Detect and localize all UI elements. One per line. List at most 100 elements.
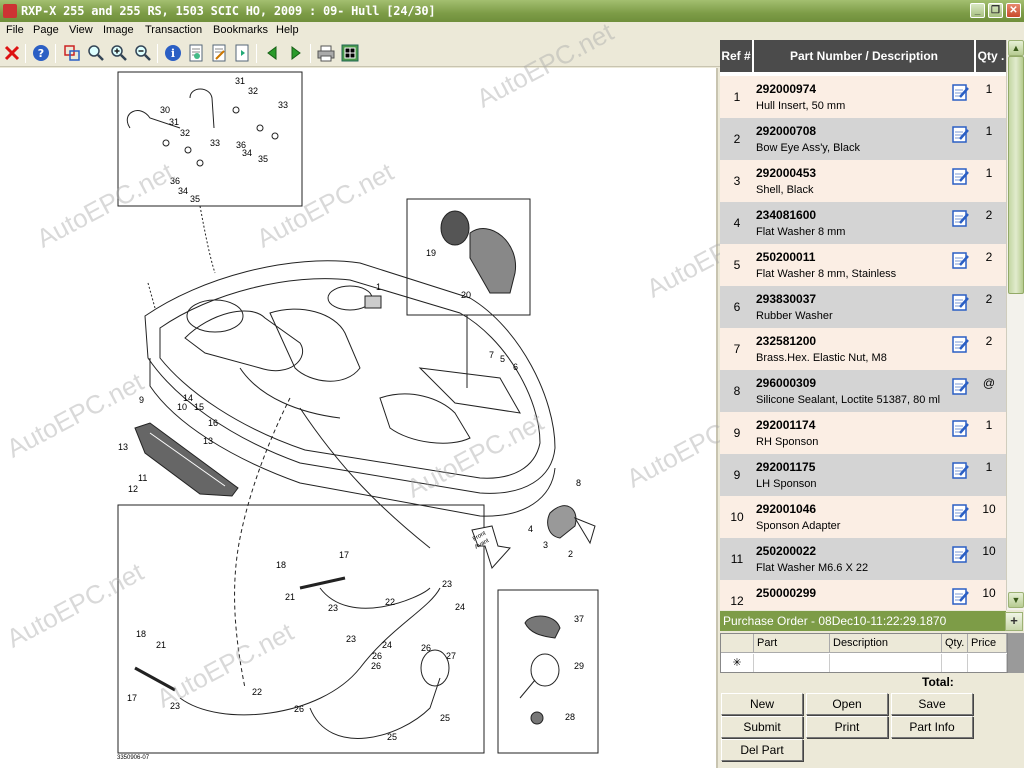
po-cell-qty[interactable] bbox=[942, 654, 968, 672]
add-to-order-icon[interactable] bbox=[952, 167, 970, 185]
inset-box-clips bbox=[497, 589, 599, 754]
po-cell-description[interactable] bbox=[830, 654, 942, 672]
print-icon[interactable] bbox=[317, 44, 335, 62]
close-x-icon[interactable] bbox=[3, 44, 21, 62]
row-description: Sponson Adapter bbox=[756, 520, 841, 532]
edit-page-icon[interactable] bbox=[210, 44, 228, 62]
menu-image[interactable]: Image bbox=[103, 24, 134, 36]
page-icon[interactable] bbox=[187, 44, 205, 62]
open-button[interactable]: Open bbox=[806, 693, 888, 715]
po-scrollbar[interactable] bbox=[1008, 633, 1024, 673]
row-part-number[interactable]: 292000453 bbox=[756, 166, 817, 180]
zoom-out-icon[interactable] bbox=[134, 44, 152, 62]
add-to-order-icon[interactable] bbox=[952, 461, 970, 479]
part-info-button[interactable]: Part Info bbox=[891, 716, 973, 738]
po-cell-price[interactable] bbox=[968, 654, 1007, 672]
row-part-number[interactable]: 232581200 bbox=[756, 334, 817, 348]
row-qty: 2 bbox=[985, 292, 993, 306]
column-header-qty[interactable]: Qty . bbox=[977, 49, 1005, 63]
row-part-number[interactable]: 292000708 bbox=[756, 124, 817, 138]
row-part-number[interactable]: 293830037 bbox=[756, 292, 817, 306]
svg-text:27: 27 bbox=[446, 651, 456, 661]
po-cell-part[interactable] bbox=[754, 654, 830, 672]
add-to-order-icon[interactable] bbox=[952, 83, 970, 101]
add-to-order-icon[interactable] bbox=[952, 251, 970, 269]
info-icon[interactable]: i bbox=[164, 44, 182, 62]
help-icon[interactable]: ? bbox=[32, 44, 50, 62]
po-column-description[interactable]: Description bbox=[830, 634, 942, 653]
column-header-ref[interactable]: Ref # bbox=[720, 40, 754, 72]
scroll-up-button[interactable]: ▲ bbox=[1008, 40, 1024, 56]
column-header-part[interactable]: Part Number / Description bbox=[754, 40, 976, 72]
po-column-qty[interactable]: Qty. bbox=[942, 634, 968, 653]
bookmark-icon[interactable] bbox=[233, 44, 251, 62]
next-arrow-icon[interactable] bbox=[287, 44, 305, 62]
add-to-order-icon[interactable] bbox=[952, 545, 970, 563]
row-part-number[interactable]: 296000309 bbox=[756, 376, 817, 390]
add-order-button[interactable]: + bbox=[1005, 612, 1023, 631]
row-part-number[interactable]: 292001174 bbox=[756, 418, 816, 432]
po-column-part[interactable]: Part bbox=[754, 634, 830, 653]
zoom-region-icon[interactable] bbox=[87, 44, 105, 62]
previous-arrow-icon[interactable] bbox=[263, 44, 281, 62]
del-part-button[interactable]: Del Part bbox=[721, 739, 803, 761]
zoom-in-icon[interactable] bbox=[110, 44, 128, 62]
parts-table-scrollbar[interactable]: ▲ ▼ bbox=[1006, 40, 1024, 610]
add-to-order-icon[interactable] bbox=[952, 587, 970, 605]
select-region-icon[interactable] bbox=[63, 44, 81, 62]
maximize-button[interactable]: ❐ bbox=[988, 3, 1003, 18]
submit-button[interactable]: Submit bbox=[721, 716, 803, 738]
menu-file[interactable]: File bbox=[6, 24, 24, 36]
menu-view[interactable]: View bbox=[69, 24, 93, 36]
scroll-thumb[interactable] bbox=[1008, 56, 1024, 294]
row-part-number[interactable]: 292001175 bbox=[756, 460, 816, 474]
row-part-number[interactable]: 250200011 bbox=[756, 250, 816, 264]
svg-text:4: 4 bbox=[528, 524, 533, 534]
minimize-button[interactable]: _ bbox=[970, 3, 985, 18]
print-button[interactable]: Print bbox=[806, 716, 888, 738]
row-part-number[interactable]: 250000299 bbox=[756, 586, 817, 600]
add-to-order-icon[interactable] bbox=[952, 209, 970, 227]
menu-page[interactable]: Page bbox=[33, 24, 59, 36]
add-to-order-icon[interactable] bbox=[952, 335, 970, 353]
close-window-button[interactable]: ✕ bbox=[1006, 3, 1021, 18]
add-to-order-icon[interactable] bbox=[952, 419, 970, 437]
row-part-number[interactable]: 292001046 bbox=[756, 502, 817, 516]
add-to-order-icon[interactable] bbox=[952, 377, 970, 395]
row-part-number[interactable]: 234081600 bbox=[756, 208, 817, 222]
menu-help[interactable]: Help bbox=[276, 24, 299, 36]
row-part-number[interactable]: 292000974 bbox=[756, 82, 817, 96]
row-ref: 9 bbox=[733, 426, 741, 440]
svg-text:3: 3 bbox=[543, 540, 548, 550]
add-to-order-icon[interactable] bbox=[952, 125, 970, 143]
po-column-price[interactable]: Price bbox=[968, 634, 1007, 653]
svg-text:12: 12 bbox=[128, 484, 138, 494]
svg-text:3350906-07: 3350906-07 bbox=[117, 755, 150, 761]
new-button[interactable]: New bbox=[721, 693, 803, 715]
menu-transaction[interactable]: Transaction bbox=[145, 24, 203, 36]
svg-text:35: 35 bbox=[190, 194, 200, 204]
row-part-number[interactable]: 250200022 bbox=[756, 544, 817, 558]
scroll-down-button[interactable]: ▼ bbox=[1008, 592, 1024, 608]
save-button[interactable]: Save bbox=[891, 693, 973, 715]
add-to-order-icon[interactable] bbox=[952, 503, 970, 521]
row-qty: 1 bbox=[985, 460, 993, 474]
menu-bookmarks[interactable]: Bookmarks bbox=[213, 24, 269, 36]
add-to-order-icon[interactable] bbox=[952, 293, 970, 311]
export-icon[interactable] bbox=[341, 44, 359, 62]
